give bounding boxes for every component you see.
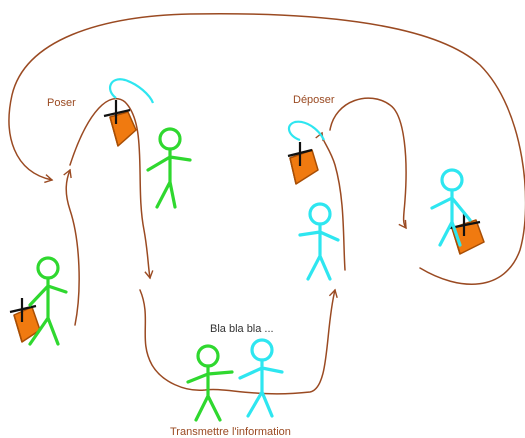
cyan-up-to-deposer-arrow [315, 131, 346, 271]
stick-figures [28, 127, 472, 422]
bottom-through-arrow [139, 288, 338, 395]
box-top-icon [103, 78, 155, 147]
boxes [9, 78, 485, 343]
flow-arrows [8, 12, 525, 395]
green-person-bottom-left-icon [28, 256, 68, 346]
label-poser: Poser [47, 97, 76, 109]
deposer-down-arrow [329, 97, 407, 230]
big-outer-loop-arrow [8, 12, 525, 285]
cyan-person-bottom-icon [238, 338, 284, 418]
green-person-bottom-icon [186, 344, 234, 422]
label-transmettre-information: Transmettre l'information [170, 426, 291, 438]
label-bla-bla-bla: Bla bla bla ... [210, 323, 274, 335]
poser-down-arrow [69, 97, 154, 280]
left-up-arrow [63, 168, 80, 326]
box-deposer-icon [287, 120, 325, 185]
green-person-top-icon [146, 127, 192, 209]
label-deposer: Déposer [293, 94, 335, 106]
cyan-person-right-icon [430, 168, 472, 247]
cyan-person-middle-icon [298, 202, 340, 281]
